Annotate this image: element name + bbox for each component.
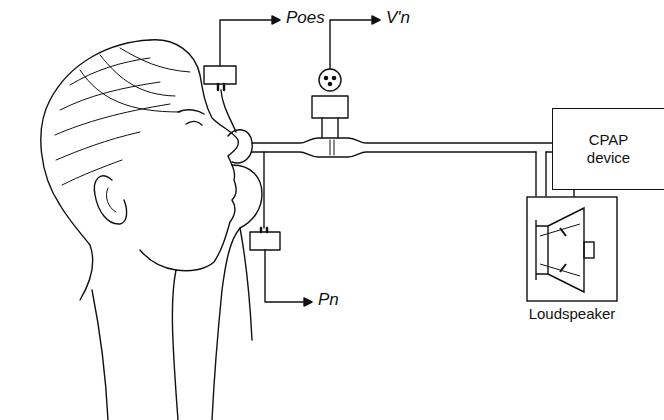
hair-strands [55, 48, 190, 185]
nasal-mask [228, 130, 252, 163]
eye [186, 121, 202, 125]
node-label: Loudspeaker [529, 305, 616, 323]
loudspeaker-symbol [500, 196, 650, 302]
face-profile [150, 40, 238, 420]
leader [330, 20, 372, 69]
leader [265, 250, 304, 302]
tube [252, 138, 552, 143]
connector [574, 190, 575, 197]
pressure-transducer [204, 66, 236, 84]
jaw-line [140, 250, 176, 270]
signal-label: Pn [316, 290, 341, 310]
loudspeaker-box: Loudspeaker [500, 196, 650, 330]
leader [220, 20, 272, 66]
pressure-transducer [250, 232, 280, 250]
pressure-line [263, 152, 264, 228]
pneumotach-screen [330, 140, 334, 155]
device-box: CPAP device [552, 108, 664, 190]
signal-label: Poes [284, 8, 327, 28]
tube [252, 152, 536, 157]
node-label: CPAP device [574, 131, 644, 167]
hand-arm [212, 165, 262, 420]
flow-lines [322, 118, 338, 138]
signal-label: V'n [384, 8, 412, 28]
tube-branch [536, 152, 546, 196]
neck-back [92, 290, 108, 420]
catheter [221, 90, 236, 132]
flow-transducer [312, 96, 348, 118]
flow-sensor [319, 69, 341, 91]
ear [94, 176, 126, 224]
ear-inner [106, 188, 116, 212]
eyebrow [178, 110, 204, 114]
